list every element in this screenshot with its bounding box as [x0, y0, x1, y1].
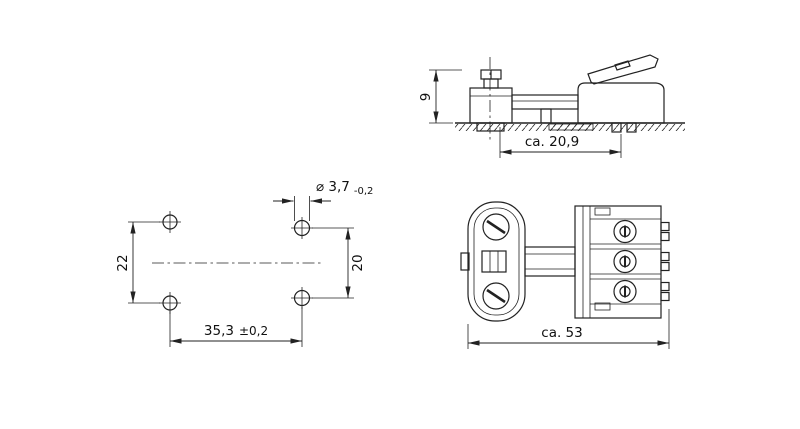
dimension-height-above-panel: 9	[418, 69, 462, 124]
foot-left	[611, 122, 622, 133]
side-tab	[460, 252, 470, 271]
bracket-screw-bottom	[482, 282, 510, 310]
rocker-lever	[587, 54, 659, 85]
dim-diameter-label: ⌀ 3,7-0,2	[316, 179, 373, 197]
lever-ridge	[614, 60, 631, 71]
dim-depth-label: ca. 20,9	[525, 134, 579, 150]
connector-tab-2	[660, 251, 670, 272]
dim-22-label: 22	[115, 254, 131, 271]
dimension-hole-spacing-left: 22	[115, 221, 160, 304]
fixing-clamp	[469, 69, 513, 132]
dimension-hole-spacing-right: 20	[312, 227, 366, 299]
connector-tab-1	[660, 221, 670, 242]
mounting-hole-bottom-left	[159, 292, 181, 314]
terminal-block	[574, 205, 670, 319]
dim-9-label: 9	[418, 93, 434, 102]
bracket-screw-top	[482, 213, 510, 241]
retaining-spring	[548, 123, 594, 131]
bracket-center-boss	[481, 250, 507, 273]
mounting-hole-bottom-right	[291, 287, 313, 309]
foot-right	[626, 122, 637, 133]
switch-body-side	[548, 54, 665, 133]
terminal-screw-2	[613, 249, 637, 274]
connector-tab-3	[660, 281, 670, 302]
dim-20-label: 20	[350, 254, 366, 271]
mounting-hole-top-right	[291, 217, 313, 239]
clamp-nut	[476, 122, 505, 132]
dim-width-label: 35,3±0,2	[204, 323, 268, 339]
mounting-bracket-top	[460, 201, 526, 322]
connecting-neck	[524, 246, 576, 277]
side-view: 9 ca. 20,9	[418, 54, 685, 158]
terminal-screw-1	[613, 219, 637, 244]
top-view: ca. 53	[460, 201, 670, 349]
dimension-overall-length: ca. 53	[467, 309, 670, 349]
mounting-arm	[511, 94, 579, 124]
dimension-hole-spacing-width: 35,3±0,2	[169, 307, 303, 347]
hole-pattern-view: 22 20 35,3±0,2 ⌀ 3,7-0,2	[115, 179, 373, 347]
dimension-hole-diameter: ⌀ 3,7-0,2	[273, 179, 373, 221]
dim-length-label: ca. 53	[541, 325, 582, 341]
terminal-screw-3	[613, 279, 637, 304]
mounting-hole-top-left	[159, 211, 181, 233]
dimension-depth-behind-panel: ca. 20,9	[499, 127, 622, 158]
